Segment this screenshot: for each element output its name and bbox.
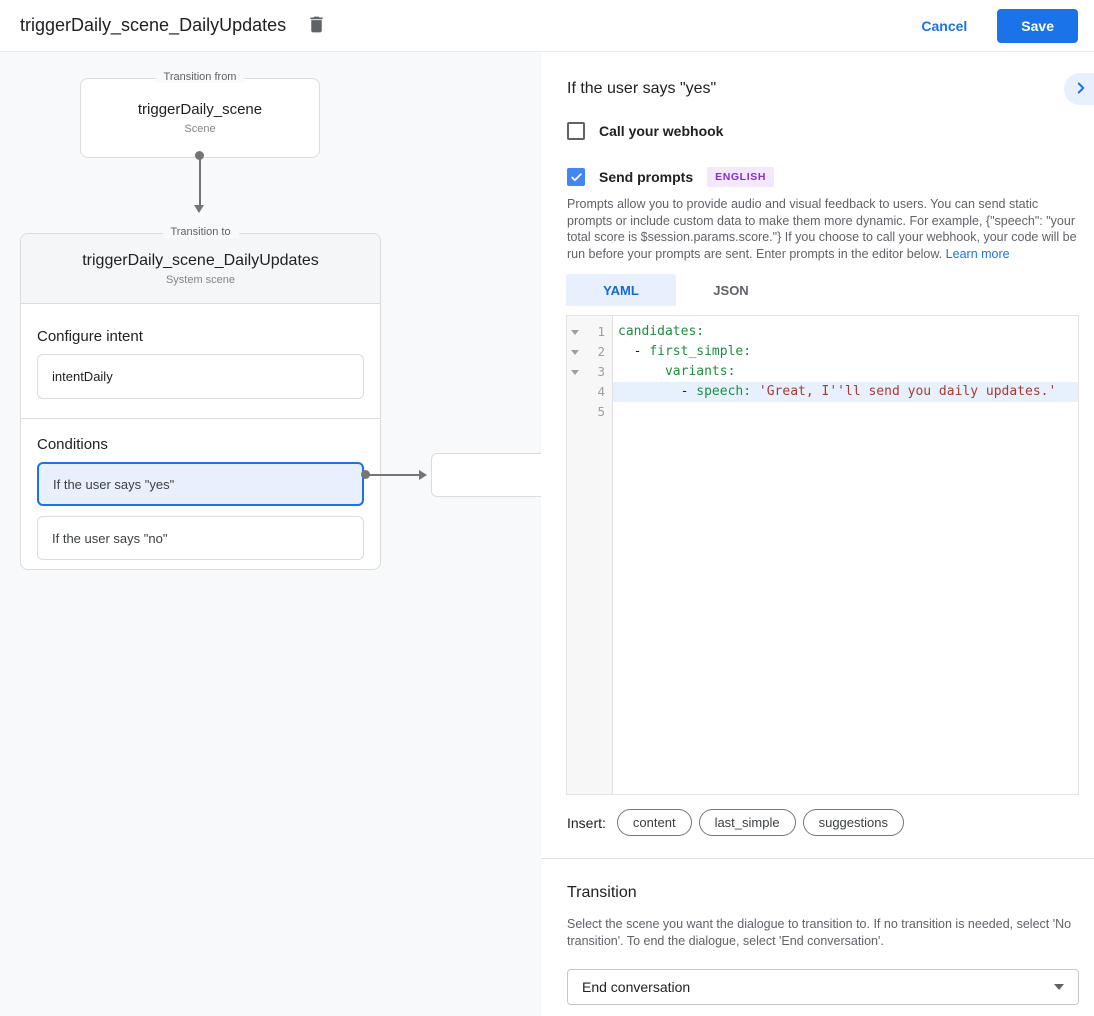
yaml-dash: -: [618, 344, 650, 359]
insert-label: Insert:: [567, 814, 606, 831]
connector-line: [199, 158, 201, 206]
fold-toggle-icon[interactable]: [571, 329, 579, 335]
flow-node-transition-to: Transition to triggerDaily_scene_DailyUp…: [20, 226, 381, 570]
prompts-description-text: Prompts allow you to provide audio and v…: [567, 197, 1077, 261]
language-badge: ENGLISH: [707, 167, 774, 187]
send-prompts-checkbox[interactable]: [567, 168, 585, 186]
gutter-row: 3: [567, 362, 612, 382]
topbar-actions: Cancel Save: [909, 8, 1078, 43]
scene-name: triggerDaily_scene_DailyUpdates: [82, 252, 319, 269]
transition-from-legend: Transition from: [155, 71, 245, 83]
insert-suggestions-button[interactable]: suggestions: [802, 809, 904, 836]
editor-gutter: 1 2 3 4 5: [567, 316, 613, 794]
dropdown-caret-icon: [1054, 984, 1064, 990]
arrow-right-icon: [419, 470, 427, 480]
gutter-row: 4: [567, 382, 612, 402]
yaml-key: first_simple:: [649, 344, 752, 359]
fold-toggle-icon[interactable]: [571, 349, 579, 355]
yaml-dash: -: [618, 384, 697, 399]
line-number: 2: [597, 344, 605, 359]
fold-toggle-icon[interactable]: [571, 369, 579, 375]
section-divider: [541, 858, 1094, 859]
yaml-string: 'Great, I''ll send you daily updates.': [751, 384, 1057, 399]
cancel-button[interactable]: Cancel: [909, 10, 979, 42]
code-line-3: variants:: [613, 362, 1078, 382]
gutter-row: 2: [567, 342, 612, 362]
configure-intent-label: Configure intent: [37, 328, 143, 345]
tab-json[interactable]: JSON: [713, 282, 749, 298]
prompts-description: Prompts allow you to provide audio and v…: [567, 196, 1083, 262]
code-line-4-highlighted: - speech: 'Great, I''ll send you daily u…: [613, 382, 1078, 402]
from-scene-name: triggerDaily_scene: [137, 101, 263, 118]
insert-last-simple-button[interactable]: last_simple: [698, 809, 796, 836]
gutter-row: 5: [567, 402, 612, 422]
editor-format-tabs: YAML JSON: [566, 274, 786, 306]
chevron-right-icon: [1072, 79, 1090, 100]
webhook-checkbox[interactable]: [567, 122, 585, 140]
transition-description: Select the scene you want the dialogue t…: [567, 917, 1072, 948]
insert-row: Insert: content last_simple suggestions: [567, 809, 911, 836]
send-prompts-checkbox-label: Send prompts: [599, 169, 694, 185]
line-number: 1: [597, 324, 605, 339]
prompt-code-editor[interactable]: 1 2 3 4 5 can: [566, 315, 1079, 795]
card-divider: [21, 418, 380, 419]
top-bar: triggerDaily_scene_DailyUpdates Cancel S…: [0, 0, 1094, 52]
conditions-label: Conditions: [37, 436, 108, 453]
yaml-key: candidates:: [618, 324, 705, 339]
code-line-1: candidates:: [613, 322, 1078, 342]
transition-section-title: Transition: [567, 884, 637, 901]
yaml-key: variants:: [664, 364, 736, 379]
transition-select-value: End conversation: [582, 979, 691, 995]
line-number: 4: [597, 384, 605, 399]
panel-title: If the user says "yes": [567, 80, 717, 97]
webhook-checkbox-row[interactable]: Call your webhook: [567, 122, 723, 140]
check-icon: [570, 172, 582, 181]
line-number: 3: [597, 364, 605, 379]
save-button[interactable]: Save: [997, 8, 1078, 43]
flow-node-transition-from[interactable]: Transition from triggerDaily_scene Scene: [80, 71, 320, 158]
from-scene-type: Scene: [184, 123, 216, 135]
scene-flow-canvas: Transition from triggerDaily_scene Scene…: [0, 52, 541, 1016]
send-prompts-checkbox-row[interactable]: Send prompts ENGLISH: [567, 167, 774, 187]
scene-card-body: Configure intent intentDaily Conditions …: [21, 328, 380, 560]
delete-button[interactable]: [304, 14, 328, 38]
tab-yaml[interactable]: YAML: [566, 274, 676, 306]
code-line-2: - first_simple:: [613, 342, 1078, 362]
scene-type: System scene: [165, 274, 236, 286]
gutter-row: 1: [567, 322, 612, 342]
code-area[interactable]: candidates: - first_simple: variants: - …: [613, 316, 1078, 794]
intent-item[interactable]: intentDaily: [37, 354, 364, 399]
insert-content-button[interactable]: content: [616, 809, 692, 836]
transition-to-legend: Transition to: [162, 226, 239, 238]
connector-dot: [361, 470, 370, 479]
condition-detail-panel: If the user says "yes" Call your webhook…: [541, 52, 1094, 1016]
condition-item-no[interactable]: If the user says "no": [37, 516, 364, 560]
transition-select[interactable]: End conversation: [567, 969, 1079, 1005]
yaml-key: speech:: [696, 384, 752, 399]
webhook-checkbox-label: Call your webhook: [599, 123, 724, 139]
connector-dot: [195, 151, 204, 160]
learn-more-link[interactable]: Learn more: [945, 246, 1010, 261]
flow-node-condition-target[interactable]: [431, 453, 541, 497]
trash-icon: [306, 14, 327, 38]
code-line-5: [613, 402, 1078, 422]
yaml-indent: [618, 364, 665, 379]
collapse-panel-button[interactable]: [1064, 73, 1094, 105]
line-number: 5: [597, 404, 605, 419]
page-title: triggerDaily_scene_DailyUpdates: [20, 15, 287, 35]
scene-card-header: triggerDaily_scene_DailyUpdates System s…: [21, 234, 380, 304]
condition-item-yes[interactable]: If the user says "yes": [37, 462, 364, 506]
connector-line: [368, 474, 420, 476]
arrow-down-icon: [194, 205, 204, 213]
